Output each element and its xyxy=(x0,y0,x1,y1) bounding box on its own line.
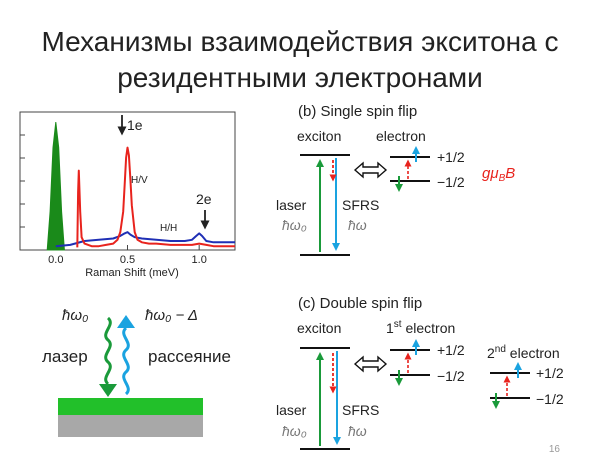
title-line-2: резидентными электронами xyxy=(117,62,483,93)
panel-c-sfrs-label: SFRS xyxy=(342,402,379,418)
scattered-wave-head-icon xyxy=(117,315,135,328)
panel-c-sfrs-freq: ħω xyxy=(348,423,367,439)
scatter-ru-label: рассеяние xyxy=(148,347,231,366)
panel-b-laser-freq: ħω₀ xyxy=(282,217,307,233)
panel-c-exciton-label: exciton xyxy=(297,320,341,336)
x-tick-label: 0.5 xyxy=(120,254,135,266)
panel-c-double-spin-flip: (c) Double spin flip exciton 1st electro… xyxy=(276,295,564,450)
panel-c-title: (c) Double spin flip xyxy=(298,295,422,312)
chart-xlabel: Raman Shift (meV) xyxy=(85,267,179,279)
scattering-schematic: ħω₀ ħω₀ − Δ лазер рассеяние xyxy=(42,307,231,437)
page-number: 16 xyxy=(549,444,561,455)
panel-b-sfrs-label: SFRS xyxy=(342,197,379,213)
panel-b-zeeman-label: gμBB xyxy=(482,165,515,184)
panel-c-second-electron-label: 2nd electron xyxy=(487,344,560,361)
scattered-wave-icon xyxy=(122,326,130,396)
laser-ru-label: лазер xyxy=(42,347,88,366)
incident-wave-head-icon xyxy=(99,384,117,397)
x-tick-label: 0.0 xyxy=(48,254,63,266)
panel-c-coupling-icon xyxy=(353,355,388,373)
panel-c-level-down-2: −1/2 xyxy=(536,391,564,407)
panel-b-exciton-label: exciton xyxy=(297,128,341,144)
incident-wave-icon xyxy=(104,316,112,386)
chart-series xyxy=(46,121,235,251)
panel-c-level-down: −1/2 xyxy=(437,368,465,384)
title-line-1: Механизмы взаимодействия экситона с xyxy=(41,26,559,57)
panel-c-level-up: +1/2 xyxy=(437,342,465,358)
substrate-layer xyxy=(58,415,203,437)
chart-tick-labels: 0.0 0.5 1.0 xyxy=(48,254,207,266)
series-h-v xyxy=(76,146,235,248)
panel-c-level-up-2: +1/2 xyxy=(536,365,564,381)
panel-c-laser-freq: ħω₀ xyxy=(282,423,307,439)
panel-c-first-electron-label: 1st electron xyxy=(386,319,455,336)
x-tick-label: 1.0 xyxy=(192,254,207,266)
panel-c-laser-label: laser xyxy=(276,402,307,418)
green-film-layer xyxy=(58,398,203,415)
panel-b-coupling-icon xyxy=(353,161,388,179)
panel-b-level-up: +1/2 xyxy=(437,149,465,165)
panel-b-electron-label: electron xyxy=(376,128,426,144)
series-h-h xyxy=(55,231,235,248)
annotation-2e: 2e xyxy=(196,191,212,207)
series-laser xyxy=(46,121,65,251)
panel-b-title: (b) Single spin flip xyxy=(298,103,417,120)
annotation-hh: H/H xyxy=(160,223,177,234)
raman-chart: 0.0 0.5 1.0 Raman Shift (meV) 1e 2e H/V H/… xyxy=(19,111,236,279)
panel-b-sfrs-freq: ħω xyxy=(348,217,367,233)
scattered-photon-label: ħω₀ − Δ xyxy=(145,307,198,324)
panel-b-single-spin-flip: (b) Single spin flip exciton electron +1… xyxy=(276,103,515,256)
incident-photon-label: ħω₀ xyxy=(62,307,88,324)
panel-b-laser-label: laser xyxy=(276,197,307,213)
annotation-1e: 1e xyxy=(127,117,143,133)
slide-title: Механизмы взаимодействия экситона с рези… xyxy=(0,24,600,96)
annotation-hv: H/V xyxy=(131,175,148,186)
panel-b-level-down: −1/2 xyxy=(437,174,465,190)
